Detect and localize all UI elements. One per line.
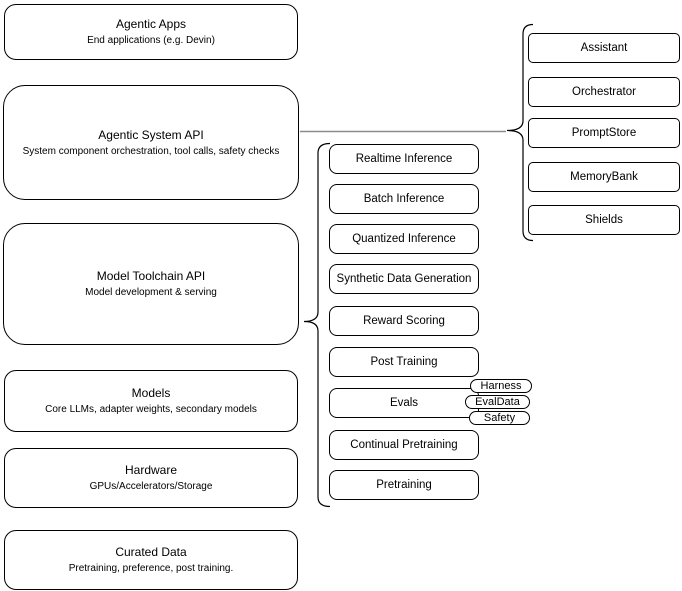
node-label: Batch Inference — [363, 193, 445, 205]
node-agentic-apps: Agentic Apps End applications (e.g. Devi… — [4, 4, 298, 60]
node-memorybank: MemoryBank — [528, 162, 680, 192]
tag-harness: Harness — [470, 379, 532, 393]
node-label: PromptStore — [571, 127, 637, 139]
node-label: Continual Pretraining — [350, 439, 458, 451]
node-title: Model Toolchain API — [96, 269, 206, 283]
node-orchestrator: Orchestrator — [528, 77, 680, 107]
node-label: Quantized Inference — [352, 233, 456, 245]
node-quantized-inference: Quantized Inference — [329, 224, 479, 254]
node-synthetic-data-generation: Synthetic Data Generation — [329, 264, 479, 294]
node-models: Models Core LLMs, adapter weights, secon… — [4, 370, 298, 432]
node-title: Models — [131, 386, 171, 400]
node-hardware: Hardware GPUs/Accelerators/Storage — [4, 448, 298, 508]
node-shields: Shields — [528, 205, 680, 235]
node-title: Hardware — [124, 463, 178, 477]
tag-label: Harness — [480, 380, 522, 392]
node-label: Assistant — [580, 42, 628, 54]
node-reward-scoring: Reward Scoring — [329, 306, 479, 336]
node-label: Reward Scoring — [363, 315, 445, 327]
node-subtitle: GPUs/Accelerators/Storage — [89, 481, 213, 492]
system-components-brace — [506, 23, 534, 242]
node-continual-pretraining: Continual Pretraining — [329, 430, 479, 460]
node-pretraining: Pretraining — [329, 470, 479, 500]
node-subtitle: Pretraining, preference, post training. — [68, 563, 234, 574]
node-curated-data: Curated Data Pretraining, preference, po… — [4, 530, 298, 590]
node-title: Agentic Apps — [115, 17, 187, 31]
node-batch-inference: Batch Inference — [329, 184, 479, 214]
node-label: Pretraining — [376, 479, 432, 491]
node-label: Post Training — [370, 356, 438, 368]
node-label: Synthetic Data Generation — [336, 273, 472, 285]
node-promptstore: PromptStore — [528, 118, 680, 148]
node-subtitle: Model development & serving — [85, 287, 217, 298]
node-realtime-inference: Realtime Inference — [329, 144, 479, 174]
tag-label: Safety — [483, 412, 516, 424]
node-title: Agentic System API — [98, 127, 204, 142]
node-label: Orchestrator — [572, 86, 636, 98]
node-label: MemoryBank — [570, 171, 638, 183]
node-agentic-system-api: Agentic System API System component orch… — [3, 85, 299, 200]
node-subtitle: System component orchestration, tool cal… — [22, 145, 280, 157]
node-evals: Evals — [329, 388, 479, 418]
node-subtitle: Core LLMs, adapter weights, secondary mo… — [45, 404, 257, 415]
node-label: Realtime Inference — [355, 153, 453, 165]
node-label: Evals — [389, 397, 419, 409]
node-title: Curated Data — [115, 545, 187, 559]
node-subtitle: End applications (e.g. Devin) — [87, 35, 215, 46]
toolchain-brace — [303, 142, 331, 508]
tag-label: EvalData — [475, 396, 520, 408]
tag-evaldata: EvalData — [465, 395, 530, 409]
tag-safety: Safety — [469, 411, 530, 425]
node-assistant: Assistant — [528, 33, 680, 63]
node-post-training: Post Training — [329, 347, 479, 377]
node-label: Shields — [585, 214, 623, 226]
node-model-toolchain-api: Model Toolchain API Model development & … — [3, 223, 299, 345]
